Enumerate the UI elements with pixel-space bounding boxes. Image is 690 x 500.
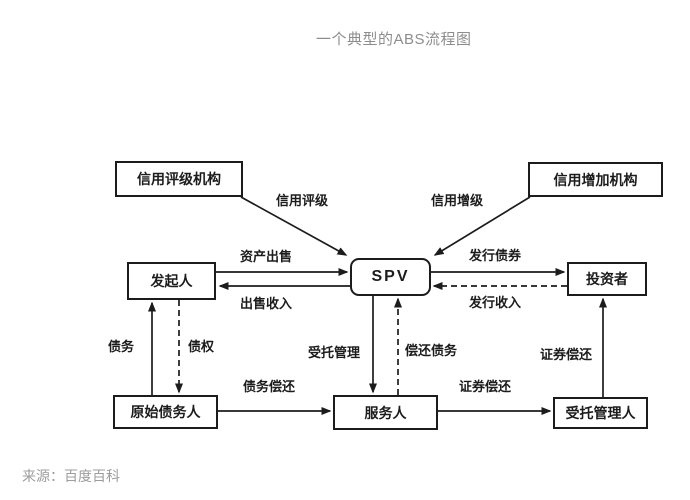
arrow-credit-enhance	[433, 196, 531, 256]
node-credit-enhancer: 信用增加机构	[528, 162, 663, 197]
edge-label-securities-repay-up: 证券偿还	[539, 347, 593, 362]
edge-label-credit-rating: 信用评级	[275, 193, 329, 208]
edge-label-debt-repay: 债务偿还	[242, 379, 296, 394]
edge-label-claim: 债权	[187, 339, 215, 354]
node-original-debtor: 原始债务人	[113, 395, 218, 429]
node-credit-rating-agency: 信用评级机构	[115, 161, 243, 197]
edge-label-issue-income: 发行收入	[468, 295, 522, 310]
edge-label-securities-repay-right: 证券偿还	[458, 379, 512, 394]
arrow-credit-rating	[240, 196, 348, 256]
node-spv: SPV	[350, 258, 431, 296]
diagram-title: 一个典型的ABS流程图	[316, 31, 472, 48]
node-originator: 发起人	[127, 262, 216, 300]
node-trustee: 受托管理人	[553, 397, 648, 429]
edge-label-asset-sale: 资产出售	[239, 249, 293, 264]
edge-label-debt: 债务	[107, 339, 135, 354]
source-caption: 来源：百度百科	[22, 468, 120, 484]
node-servicer: 服务人	[333, 395, 438, 430]
edge-label-sale-income: 出售收入	[239, 296, 293, 311]
edge-label-repay-debt: 偿还债务	[404, 343, 458, 358]
edge-label-bond-issue: 发行债券	[468, 248, 522, 263]
edge-label-entrusted-management: 受托管理	[307, 345, 361, 360]
edge-label-credit-enhance: 信用增级	[430, 193, 484, 208]
node-investor: 投资者	[567, 262, 647, 296]
